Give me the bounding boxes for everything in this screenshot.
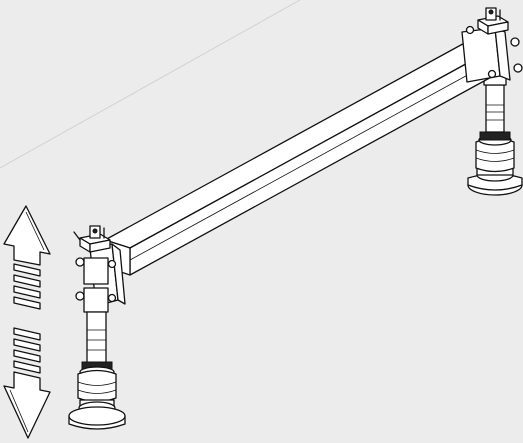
left-suction-cup xyxy=(68,399,126,430)
up-arrow-icon xyxy=(3,205,51,310)
right-column xyxy=(467,69,523,196)
down-arrow-icon xyxy=(3,327,51,439)
left-valve xyxy=(73,225,111,253)
left-column xyxy=(75,243,126,403)
right-valve xyxy=(477,7,509,35)
background-line xyxy=(0,0,301,169)
right-end-plate xyxy=(461,25,523,83)
lifting-beam xyxy=(104,39,496,276)
